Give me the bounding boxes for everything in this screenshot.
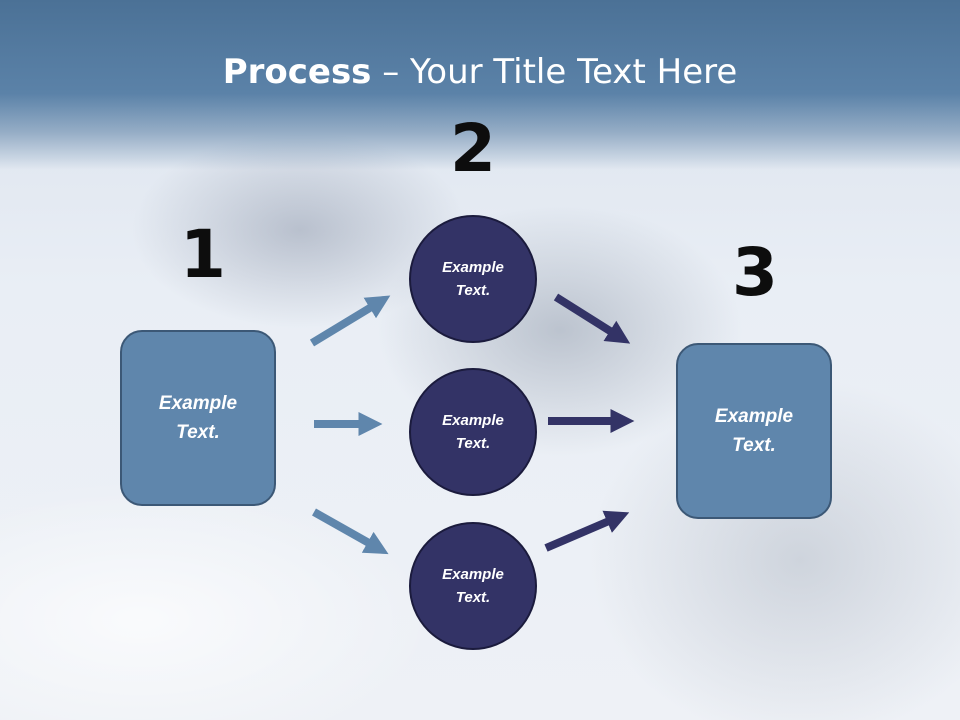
arrow-from-circle-top [553,293,631,344]
slide-title: Process – Your Title Text Here [0,52,960,92]
step-number-2: 2 [450,110,496,187]
step-number-1: 1 [180,216,226,293]
header-band [0,0,960,170]
step-2-circle-top: Example Text. [409,215,537,343]
circle-middle-text: Example Text. [442,412,504,452]
step-1-box-text: Example Text. [158,393,238,443]
step-2-circle-bottom: Example Text. [409,522,537,650]
step-number-3: 3 [732,234,778,311]
slide-title-bold: Process [222,52,372,92]
slide-title-rest: – Your Title Text Here [371,52,738,92]
circle-bottom-text: Example Text. [442,566,504,606]
arrow-to-circle-top [309,295,391,347]
step-1-box: Example Text. [120,330,276,506]
step-3-box-text: Example Text. [714,406,794,456]
arrow-from-circle-bottom [544,510,630,552]
arrow-to-circle-bottom [312,508,389,555]
step-3-box: Example Text. [676,343,832,519]
circle-top-text: Example Text. [442,259,504,299]
step-2-circle-middle: Example Text. [409,368,537,496]
